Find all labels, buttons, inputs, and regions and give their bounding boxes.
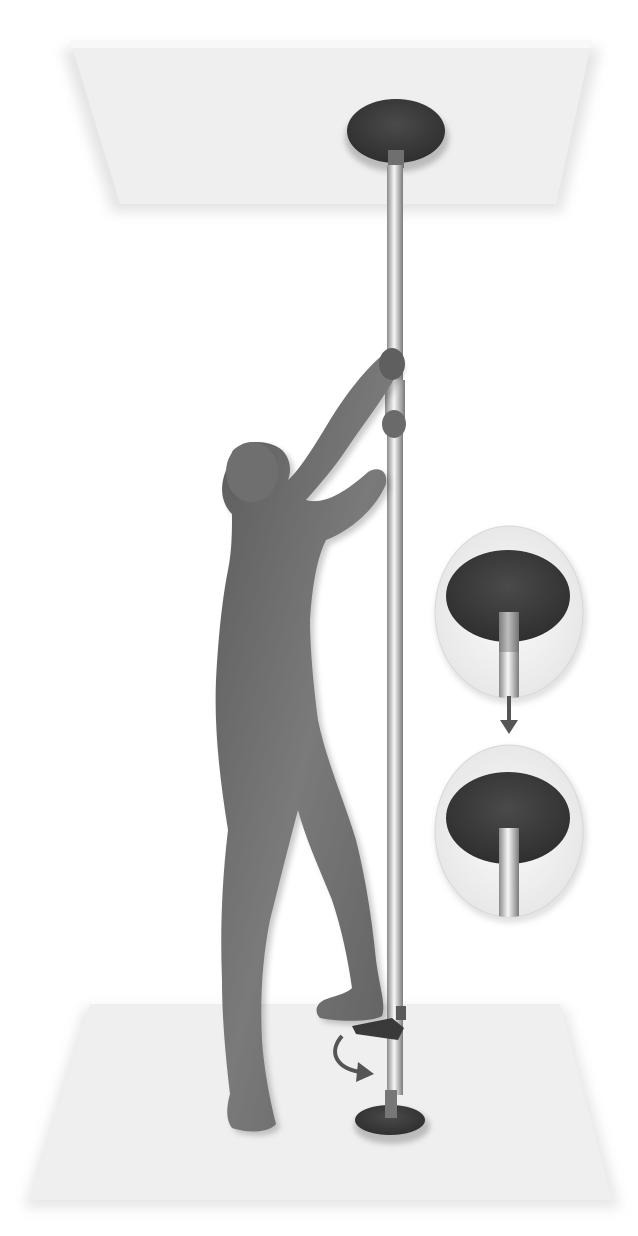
pole bbox=[385, 165, 405, 1095]
floor-panel bbox=[24, 1004, 620, 1208]
detail-inset-after bbox=[435, 745, 587, 938]
ceiling-panel bbox=[62, 40, 600, 212]
